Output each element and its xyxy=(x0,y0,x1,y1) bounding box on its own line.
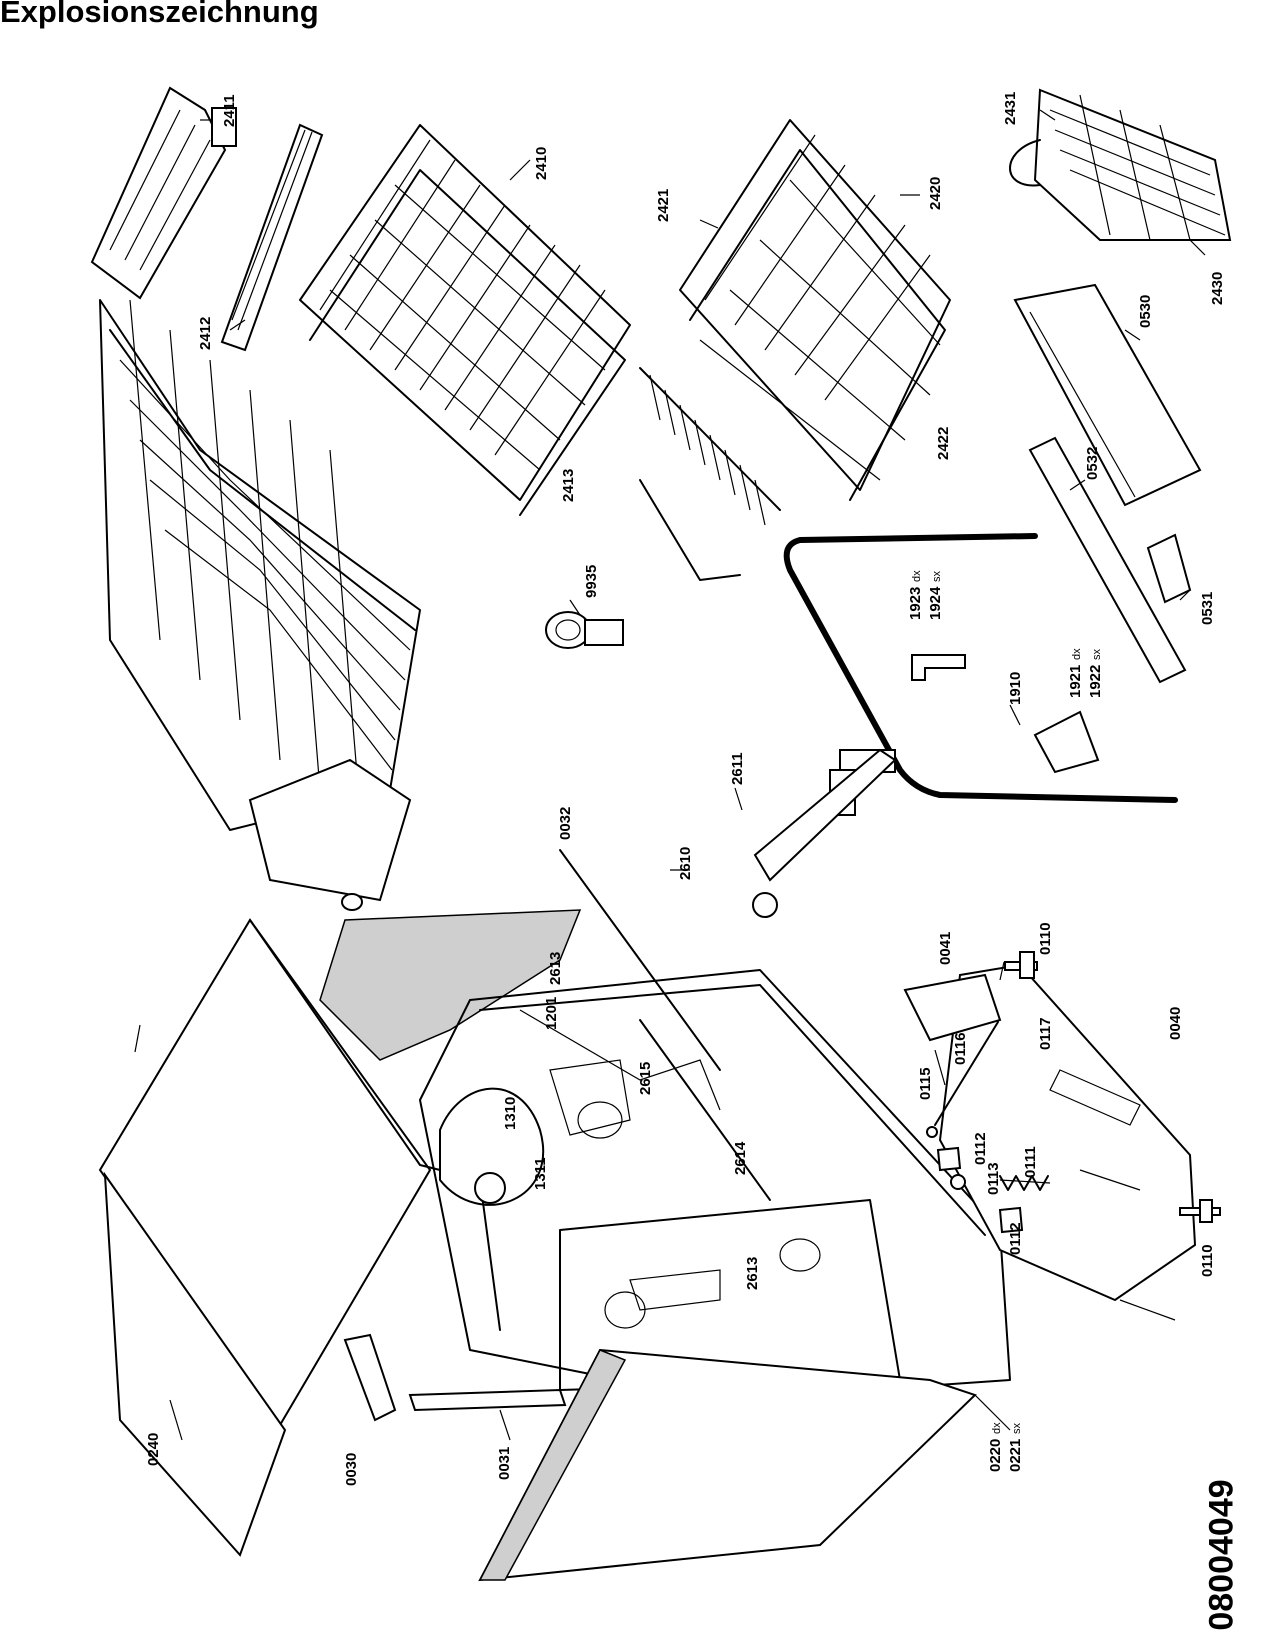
upper-basket-2420 xyxy=(679,119,951,501)
leader-lines xyxy=(169,109,1206,1441)
label-0030: 0030 xyxy=(343,1453,360,1486)
label-0113: 0113 xyxy=(985,1162,1002,1195)
label-0530: 0530 xyxy=(1137,295,1154,328)
label-2412: 2412 xyxy=(197,317,214,350)
label-2420: 2420 xyxy=(927,177,944,210)
label-0110-lower: 0110 xyxy=(1199,1244,1216,1277)
label-0110-upper: 0110 xyxy=(1037,922,1054,955)
label-1921-suffix: dx xyxy=(1071,648,1083,660)
page-title: Explosionszeichnung xyxy=(0,0,319,29)
rod-0116 xyxy=(934,1021,999,1126)
label-2610: 2610 xyxy=(677,847,694,880)
label-2611: 2611 xyxy=(729,752,746,785)
label-0220: 0220 xyxy=(987,1439,1004,1472)
label-2615: 2615 xyxy=(637,1062,654,1095)
tine-rack xyxy=(639,367,781,581)
base-0040 xyxy=(903,963,1197,1302)
tub-frame xyxy=(319,849,1011,1401)
label-0041: 0041 xyxy=(937,932,954,965)
front-panel-0240 xyxy=(98,918,441,1557)
label-1910: 1910 xyxy=(1007,672,1024,705)
label-2431: 2431 xyxy=(1002,92,1019,125)
label-0040: 0040 xyxy=(1167,1007,1184,1040)
label-1922: 1922 xyxy=(1087,665,1104,698)
label-0240: 0240 xyxy=(145,1433,162,1466)
lower-basket xyxy=(99,299,421,911)
label-0221: 0221 xyxy=(1007,1439,1024,1472)
label-0112-upper: 0112 xyxy=(972,1132,989,1165)
side-panel-0220 xyxy=(478,1348,977,1582)
label-0111: 0111 xyxy=(1022,1146,1039,1178)
label-2422: 2422 xyxy=(935,427,952,460)
cutlery-basket xyxy=(1009,88,1232,241)
label-0220-suffix: dx xyxy=(991,1422,1003,1434)
label-2421: 2421 xyxy=(655,189,672,222)
label-0115: 0115 xyxy=(917,1067,934,1100)
label-1311: 1311 xyxy=(532,1157,549,1190)
label-1310: 1310 xyxy=(502,1097,519,1130)
door-seal-1910 xyxy=(783,533,1178,803)
label-2411: 2411 xyxy=(221,94,238,127)
label-0031: 0031 xyxy=(496,1447,513,1480)
basket-rail-2411 xyxy=(90,86,237,300)
label-2613-lower: 2613 xyxy=(744,1257,761,1290)
label-0032: 0032 xyxy=(557,807,574,840)
label-2614: 2614 xyxy=(732,1141,749,1175)
part-labels: 2411 2412 2410 2413 2421 2420 2422 2431 … xyxy=(145,92,1226,1486)
screw-0110-top xyxy=(1004,951,1038,979)
label-0117: 0117 xyxy=(1037,1017,1054,1050)
label-0531: 0531 xyxy=(1199,592,1216,625)
hinge-part xyxy=(752,748,897,918)
label-2413: 2413 xyxy=(560,469,577,502)
label-2410: 2410 xyxy=(533,147,550,180)
label-0116: 0116 xyxy=(952,1032,969,1065)
hinge-0030 xyxy=(343,1333,567,1422)
spring-0111 xyxy=(999,1175,1051,1191)
label-2613-upper: 2613 xyxy=(547,952,564,985)
label-1201: 1201 xyxy=(543,997,560,1030)
label-1921: 1921 xyxy=(1067,665,1084,698)
document-number: 08004049 xyxy=(1202,1479,1241,1631)
label-2430: 2430 xyxy=(1209,272,1226,305)
label-1923-suffix: dx xyxy=(911,570,923,582)
label-1924-suffix: sx xyxy=(931,571,943,583)
label-1924: 1924 xyxy=(927,586,944,620)
comb-insert-2412 xyxy=(220,123,324,352)
clip-0112 xyxy=(926,1126,1024,1234)
rail-0530 xyxy=(1013,283,1202,507)
screw-0110-bottom xyxy=(1179,1199,1221,1223)
upper-basket-2410 xyxy=(299,124,631,516)
label-9935: 9935 xyxy=(583,565,600,598)
label-1923: 1923 xyxy=(907,587,924,620)
label-1922-suffix: sx xyxy=(1091,649,1103,661)
spray-nozzle-9935 xyxy=(545,611,624,649)
label-0532: 0532 xyxy=(1084,447,1101,480)
label-0112-lower: 0112 xyxy=(1007,1222,1024,1255)
label-0221-suffix: sx xyxy=(1011,1423,1023,1435)
